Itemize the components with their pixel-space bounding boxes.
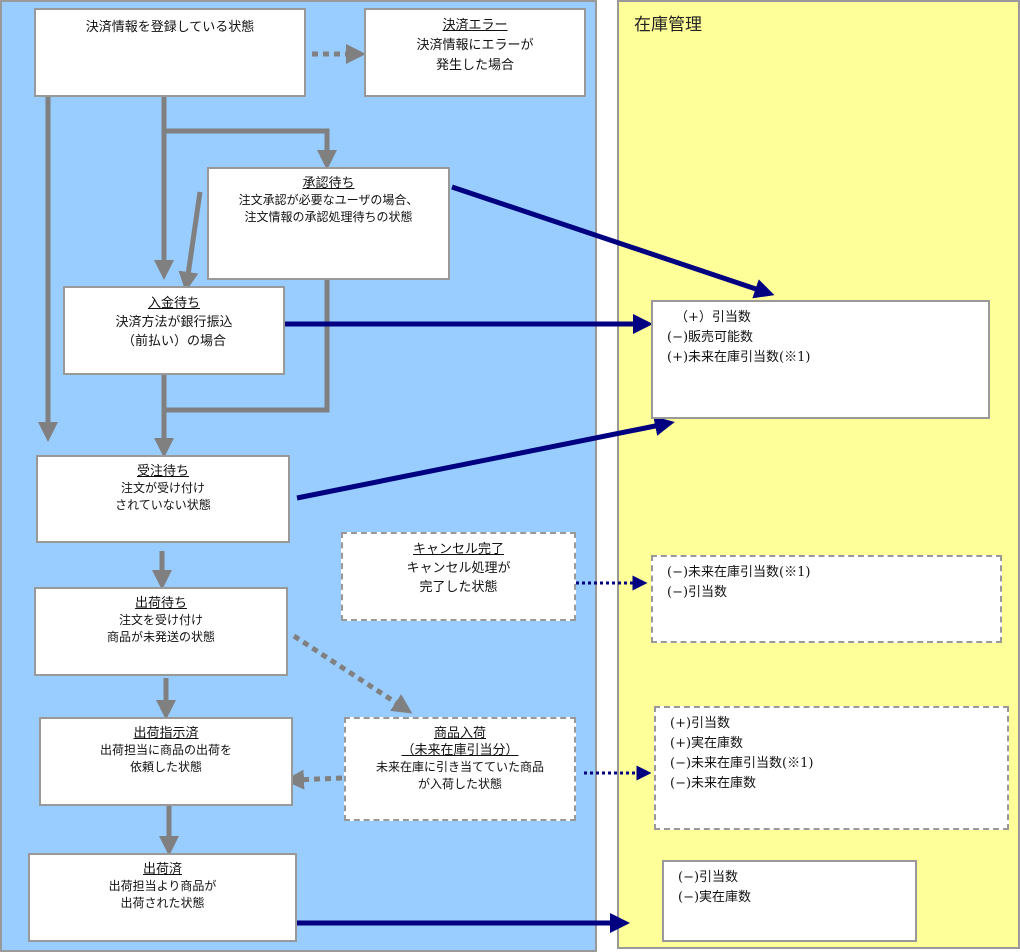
- state-desc: 出荷担当に商品の出荷を: [99, 743, 232, 757]
- state-awaiting-shipment: 出荷待ち注文を受け付け商品が未発送の状態: [34, 587, 288, 676]
- inventory-effect-item: (−)未来在庫引当数(※1): [667, 565, 811, 580]
- state-desc: 商品が未発送の状態: [106, 630, 215, 644]
- state-desc: 未来在庫に引き当てていた商品: [375, 760, 544, 774]
- state-title: 入金待ち: [147, 296, 200, 311]
- state-desc: キャンセル処理が: [406, 561, 511, 576]
- state-payment-error: 決済エラー決済情報にエラーが発生した場合: [364, 8, 586, 97]
- inventory-effect-arrival: (+)引当数 (+)実在庫数 (−)未来在庫引当数(※1) (−)未来在庫数: [654, 706, 1009, 830]
- state-title: 商品入荷: [433, 726, 486, 741]
- arrow-order-to-inventory: [296, 416, 675, 501]
- state-awaiting-order: 受注待ち注文が受け付けされていない状態: [36, 455, 290, 543]
- state-awaiting-approval: 承認待ち注文承認が必要なユーザの場合、注文情報の承認処理待ちの状態: [207, 167, 450, 280]
- inventory-effect-item: (+)実在庫数: [670, 736, 744, 751]
- inventory-effect-item: (−)未来在庫引当数(※1): [670, 756, 814, 771]
- state-desc: 出荷された状態: [120, 896, 205, 910]
- state-desc: 注文を受け付け: [118, 613, 203, 627]
- state-desc: 決済情報にエラーが: [416, 38, 534, 53]
- state-title: 出荷済: [142, 862, 182, 877]
- state-desc: 注文が受け付け: [120, 481, 205, 495]
- inventory-effect-item: (−)引当数: [678, 870, 739, 885]
- arrow-arrival-to-instructed: [284, 769, 343, 790]
- inventory-effect-item: (+)未来在庫引当数(※1): [667, 350, 811, 365]
- inventory-effect-item: (+)引当数: [670, 716, 731, 731]
- arrow-approval-to-inventory: [451, 184, 775, 299]
- inventory-effect-cancel: (−)未来在庫引当数(※1) (−)引当数: [651, 555, 1002, 643]
- state-desc: 出荷担当より商品が: [108, 879, 217, 893]
- arrow-registering-to-approval: [164, 128, 337, 170]
- inventory-panel-title: 在庫管理: [634, 15, 702, 35]
- state-shipped: 出荷済出荷担当より商品が出荷された状態: [28, 853, 297, 942]
- arrow-shipment-to-arrival: [292, 633, 413, 714]
- state-desc: 注文情報の承認処理待ちの状態: [244, 210, 413, 224]
- state-desc: 注文承認が必要なユーザの場合、: [238, 193, 419, 207]
- state-desc: が入荷した状態: [417, 777, 502, 791]
- state-awaiting-payment: 入金待ち決済方法が銀行振込 （前払い）の場合: [63, 286, 285, 375]
- state-desc: 決済方法が銀行振込: [115, 315, 233, 330]
- state-desc: 完了した状態: [419, 580, 498, 595]
- inventory-effect-allocation: （+）引当数 (−)販売可能数 (+)未来在庫引当数(※1): [651, 300, 990, 419]
- state-desc: 発生した場合: [435, 58, 514, 73]
- state-registering: 決済情報を登録している状態: [34, 8, 306, 97]
- inventory-effect-item: (−)引当数: [667, 585, 728, 600]
- state-arrival: 商品入荷 （未来在庫引当分） 未来在庫に引き当てていた商品が入荷した状態: [344, 717, 576, 821]
- state-title: 出荷待ち: [134, 596, 187, 611]
- inventory-effect-item: （+）引当数: [675, 310, 751, 325]
- state-title: 受注待ち: [136, 464, 189, 479]
- state-title: 決済エラー: [442, 18, 508, 33]
- state-desc: （前払い）の場合: [121, 334, 226, 349]
- inventory-effect-shipped: (−)引当数 (−)実在庫数: [662, 860, 917, 942]
- state-cancelled: キャンセル完了キャンセル処理が完了した状態: [341, 532, 576, 621]
- inventory-effect-item: (−)販売可能数: [667, 330, 754, 345]
- arrow-approval-to-payment: [178, 191, 203, 292]
- state-title: 承認待ち: [302, 176, 355, 191]
- state-shipment-instructed: 出荷指示済出荷担当に商品の出荷を依頼した状態: [39, 717, 293, 806]
- inventory-effect-item: (−)未来在庫数: [670, 776, 757, 791]
- state-desc: されていない状態: [115, 498, 211, 512]
- state-desc: 決済情報を登録している状態: [85, 20, 255, 35]
- state-title: 出荷指示済: [133, 726, 199, 741]
- state-desc: 依頼した状態: [129, 760, 202, 774]
- state-title: （未来在庫引当分）: [401, 743, 519, 758]
- inventory-effect-item: (−)実在庫数: [678, 890, 752, 905]
- state-title: キャンセル完了: [412, 542, 504, 557]
